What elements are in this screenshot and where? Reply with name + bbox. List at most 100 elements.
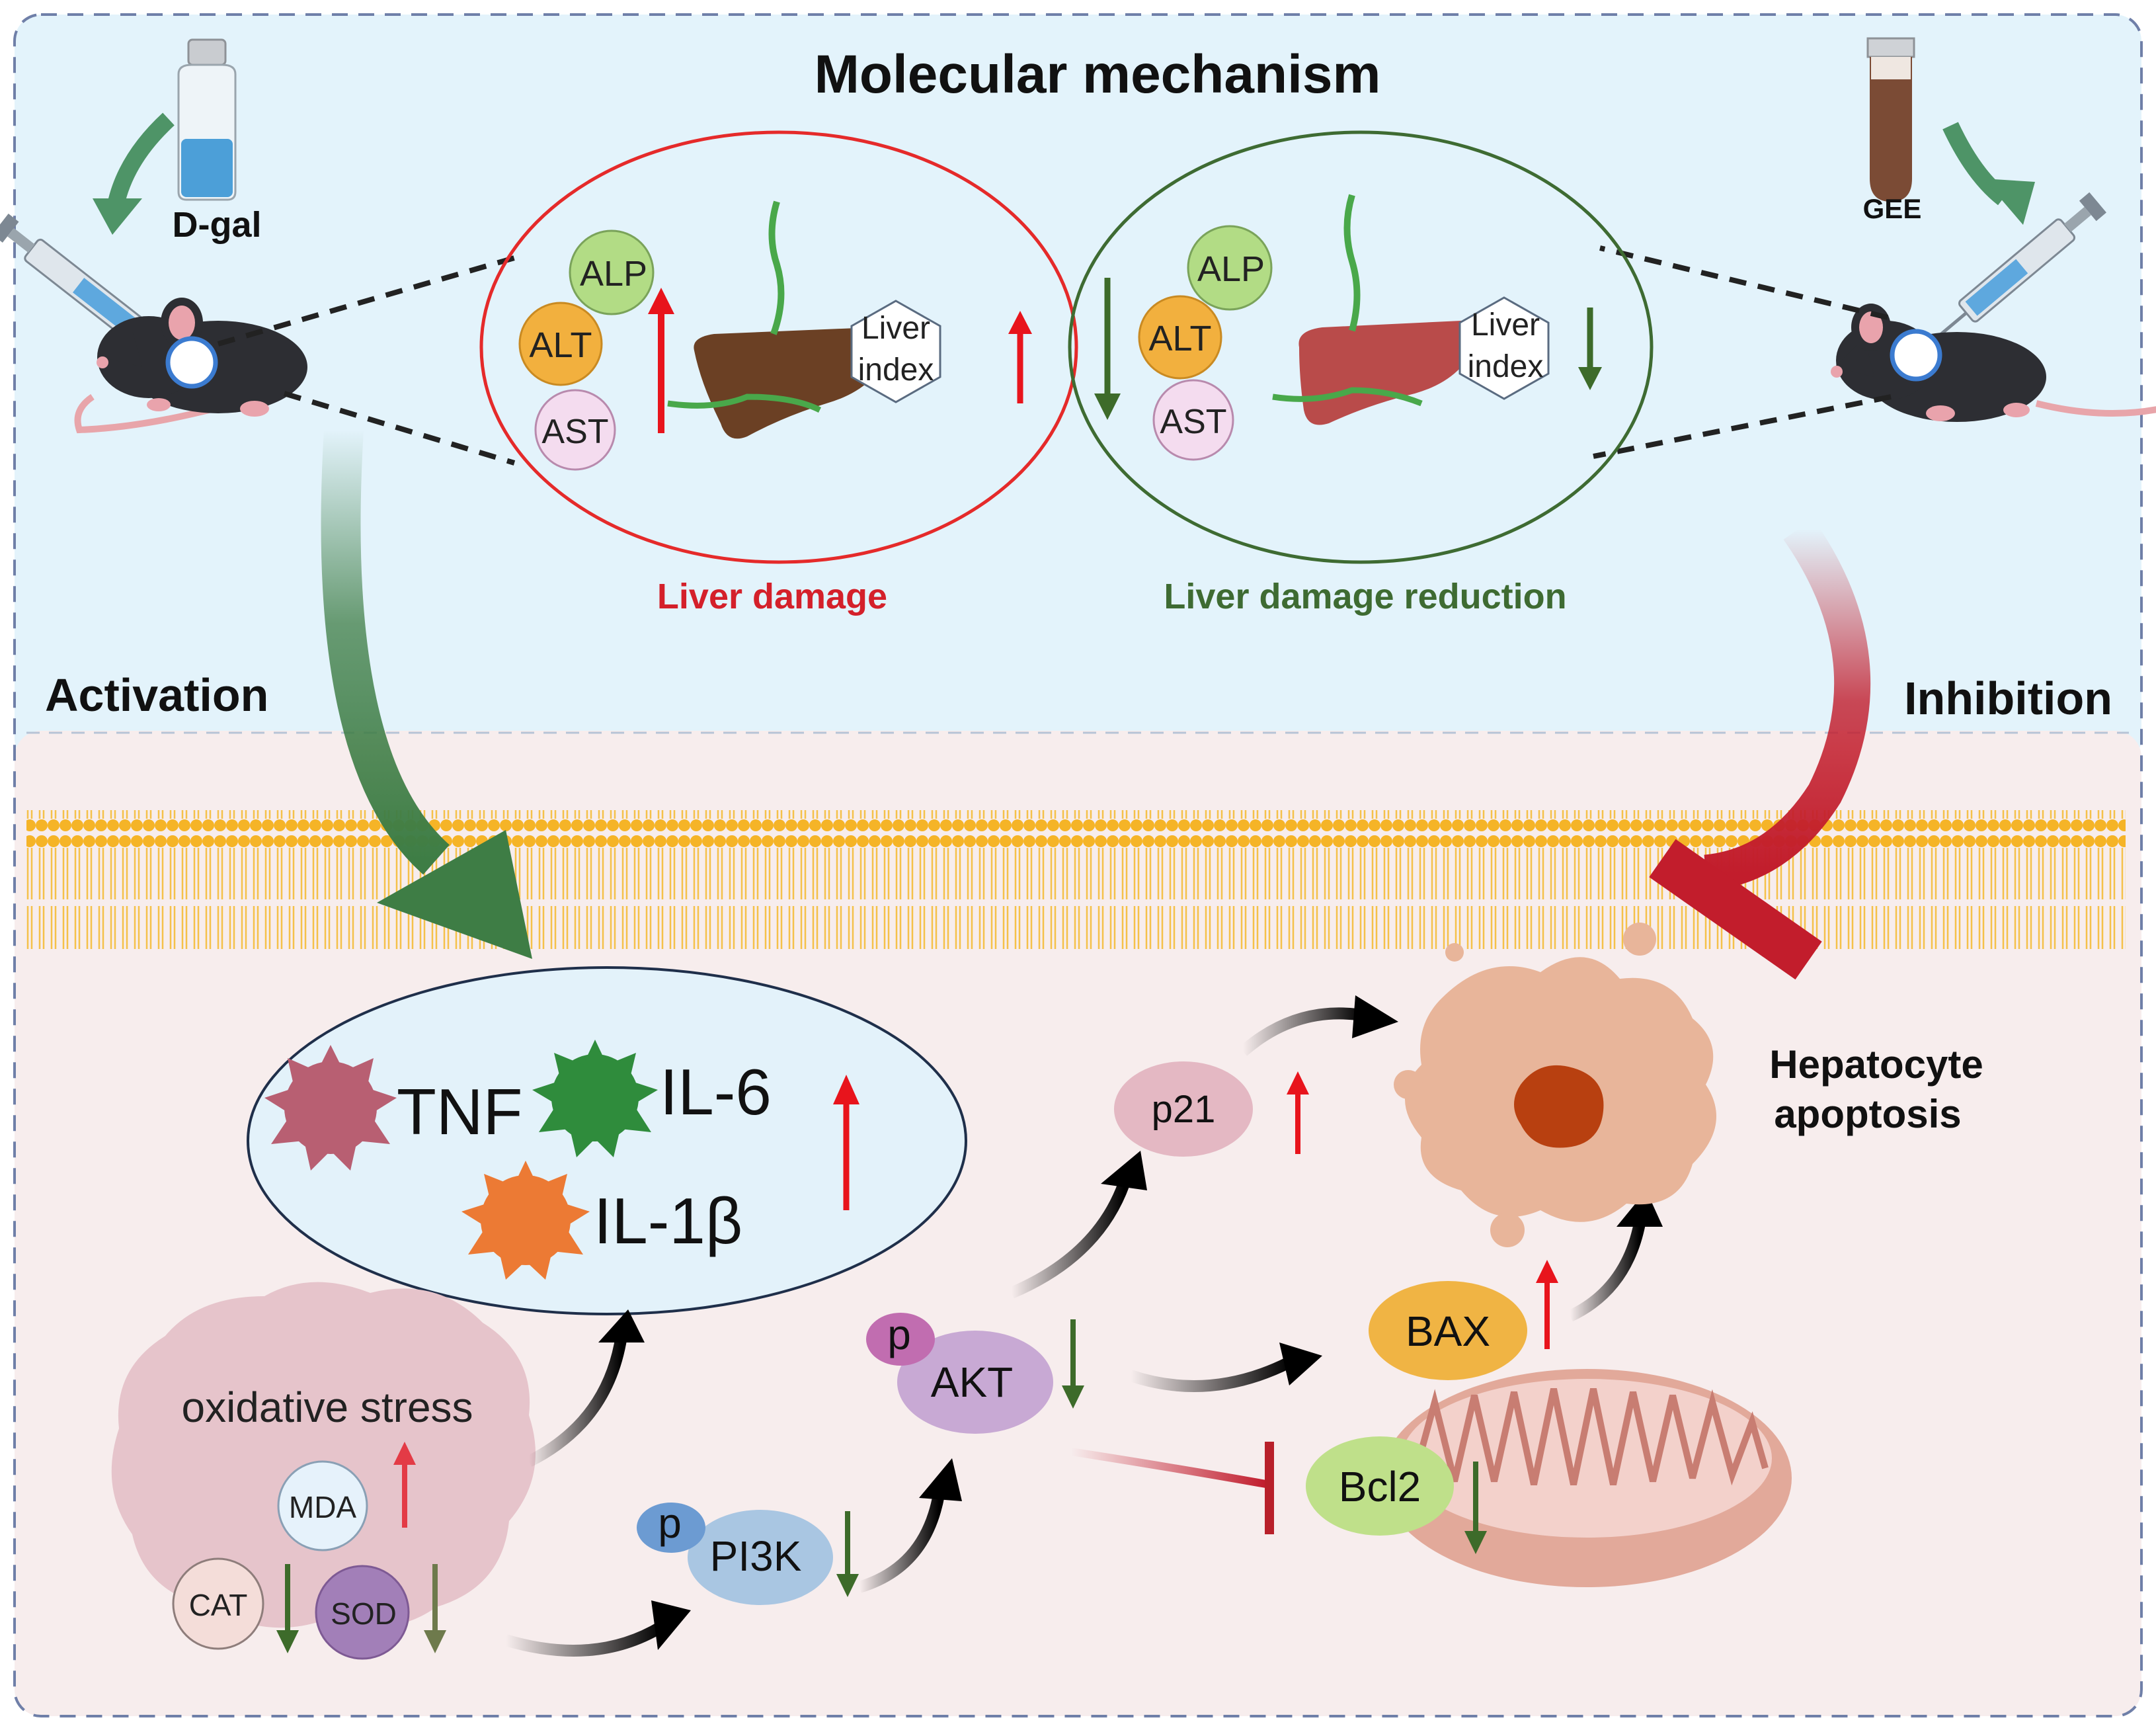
liver-index-hexagon-reduction xyxy=(1458,296,1550,400)
bcl2-label: Bcl2 xyxy=(1339,1463,1421,1510)
down-arrow-cat xyxy=(276,1564,299,1653)
down-arrow-sod xyxy=(424,1564,446,1653)
damaged-liver-icon xyxy=(667,200,891,439)
liver-reduction-ring xyxy=(1068,130,1654,564)
right-mouse-icon xyxy=(1831,304,2156,422)
down-arrow-pi3k xyxy=(836,1511,859,1597)
akt-phospho xyxy=(866,1313,935,1366)
akt-p-label: p xyxy=(887,1311,911,1358)
liver-damage-caption: Liver damage xyxy=(657,577,887,616)
d-gal-vial-icon xyxy=(177,38,237,201)
liver-index-label-reduction-line1: Liver xyxy=(1471,308,1540,343)
liver-reduction-caption: Liver damage reduction xyxy=(1164,577,1566,616)
il1b-cell-icon xyxy=(461,1161,590,1280)
apoptotic-body-4 xyxy=(1445,943,1464,962)
arrow-oxidative-to-cytokines xyxy=(526,1309,645,1467)
activation-label: Activation xyxy=(45,669,268,721)
arrow-oxidative-to-pi3k xyxy=(504,1600,691,1657)
healthy-liver-icon xyxy=(1272,194,1477,425)
inhibit-akt-to-bcl2 xyxy=(1070,1442,1274,1534)
alp-label-damage: ALP xyxy=(580,254,647,294)
left-mouse-icon xyxy=(74,298,307,434)
pi3k-p-label: p xyxy=(658,1499,682,1547)
gee-tube-icon xyxy=(1866,37,1915,202)
up-arrow-bax xyxy=(1536,1260,1558,1349)
activation-arrow-head xyxy=(377,830,532,959)
right-zoom-line-bottom xyxy=(1593,394,1892,459)
gee-label: GEE xyxy=(1863,193,1922,224)
alp-marker-damage xyxy=(569,229,655,315)
alt-marker-damage xyxy=(518,302,603,386)
up-arrow-damage-markers xyxy=(648,288,674,433)
akt-label: AKT xyxy=(931,1358,1013,1406)
apoptotic-body-2 xyxy=(1623,923,1656,956)
mitochondrion-cristae xyxy=(1412,1387,1769,1486)
pi3k-label: PI3K xyxy=(710,1532,802,1580)
apoptotic-body-1 xyxy=(1394,1070,1423,1099)
down-arrow-reduction-markers xyxy=(1094,278,1121,420)
d-gal-curved-arrow xyxy=(107,112,175,207)
arrow-p21-to-apoptosis xyxy=(1239,995,1398,1056)
ast-marker-damage xyxy=(534,389,616,471)
tnf-label: TNF xyxy=(397,1075,523,1148)
left-zoom-line-top xyxy=(217,255,516,347)
tnf-cell-icon xyxy=(264,1045,397,1171)
arrow-bax-to-apoptosis xyxy=(1568,1190,1663,1322)
apoptotic-nucleus xyxy=(1514,1065,1604,1148)
down-arrow-liver-index-reduction xyxy=(1578,308,1602,390)
up-arrow-liver-index-damage xyxy=(1008,311,1032,403)
ast-marker-reduction xyxy=(1152,379,1234,461)
bcl2-node xyxy=(1306,1436,1454,1536)
ast-label-reduction: AST xyxy=(1160,403,1226,441)
p21-node xyxy=(1114,1061,1253,1157)
alt-label-damage: ALT xyxy=(529,325,592,365)
il1b-label: IL-1β xyxy=(594,1184,742,1257)
outcome-label-line1: Hepatocyte xyxy=(1769,1042,1983,1087)
arrow-akt-to-bax xyxy=(1129,1342,1322,1392)
alt-label-reduction: ALT xyxy=(1148,319,1211,358)
pi3k-phospho xyxy=(637,1503,705,1553)
inhibition-bar xyxy=(1649,839,1822,980)
down-arrow-akt xyxy=(1062,1319,1084,1409)
left-zoom-line-bottom xyxy=(283,391,516,466)
activation-arrow xyxy=(321,429,450,875)
bax-node xyxy=(1369,1281,1527,1380)
liver-index-label-damage-line1: Liver xyxy=(861,311,930,346)
alt-marker-reduction xyxy=(1138,295,1222,380)
arrow-pi3k-to-akt xyxy=(858,1458,962,1593)
outer-border xyxy=(13,13,2143,1717)
diagram-title: Molecular mechanism xyxy=(815,44,1381,104)
liver-index-label-reduction-line2: index xyxy=(1468,349,1544,384)
oxidative-stress-title: oxidative stress xyxy=(181,1383,473,1431)
p21-label: p21 xyxy=(1152,1088,1216,1131)
arrow-akt-to-p21 xyxy=(1009,1151,1147,1299)
oxidative-stress-blob xyxy=(111,1282,536,1628)
alp-label-reduction: ALP xyxy=(1197,249,1265,289)
liver-index-label-damage-line2: index xyxy=(858,352,934,388)
up-arrow-p21 xyxy=(1287,1071,1309,1154)
ast-label-damage: AST xyxy=(541,413,608,451)
top-panel xyxy=(15,15,2141,765)
d-gal-arrow-head xyxy=(93,198,142,235)
mda-marker xyxy=(277,1460,368,1551)
apoptotic-body-3 xyxy=(1490,1213,1525,1247)
sod-marker xyxy=(315,1565,410,1660)
mda-label: MDA xyxy=(289,1490,357,1524)
up-arrow-mda xyxy=(393,1442,416,1528)
d-gal-label: D-gal xyxy=(173,205,262,245)
il6-cell-icon xyxy=(532,1040,658,1157)
liver-damage-ring xyxy=(479,130,1078,564)
liver-index-hexagon-damage xyxy=(850,300,941,403)
down-arrow-bcl2 xyxy=(1464,1462,1487,1554)
inhibition-label: Inhibition xyxy=(1904,673,2112,724)
gee-arrow-head xyxy=(1983,179,2035,225)
alp-marker-reduction xyxy=(1187,225,1273,311)
cat-marker xyxy=(172,1557,264,1650)
pi3k-node xyxy=(688,1510,833,1605)
inhibition-arc xyxy=(1703,518,1871,891)
up-arrow-cytokines xyxy=(833,1075,859,1210)
sod-label: SOD xyxy=(331,1596,397,1631)
right-zoom-line-top xyxy=(1599,245,1888,320)
cat-label: CAT xyxy=(189,1588,248,1622)
